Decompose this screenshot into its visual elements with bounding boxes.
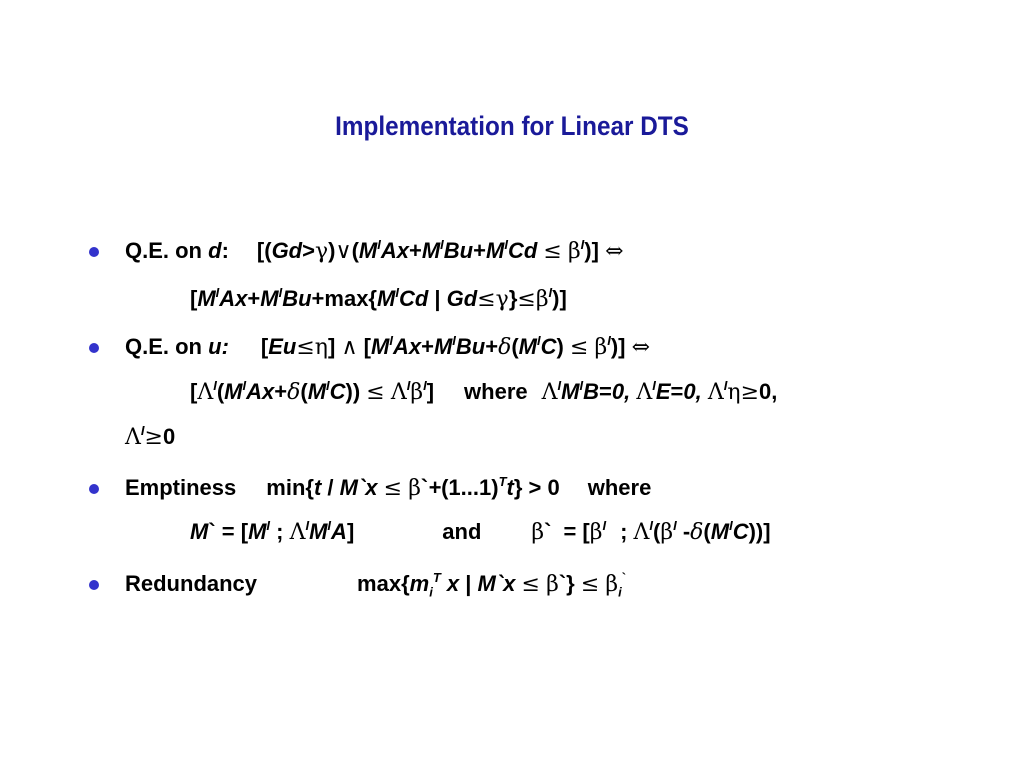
bullet-label: Redundancy	[125, 571, 258, 596]
bullet-colon: :	[221, 334, 229, 359]
where-label: where	[587, 475, 652, 500]
bullet-icon	[89, 247, 99, 257]
bullet-qe-u-line3: ΛI≥0	[125, 422, 176, 450]
bullet-icon	[89, 484, 99, 494]
bullet-icon	[89, 580, 99, 590]
bullet-colon: :	[221, 238, 229, 263]
bullet-variable: d	[208, 238, 222, 263]
slide-title: Implementation for Linear DTS	[335, 111, 689, 141]
bullet-qe-d-line1: Q.E. on d:[(Gd>γ)∨(MIAx+MIBu+MICd ≤ βI)]…	[125, 236, 624, 264]
bullet-label: Q.E. on	[125, 238, 202, 263]
bullet-variable: u	[208, 334, 222, 359]
bullet-label: Q.E. on	[125, 334, 202, 359]
and-label: and	[442, 519, 482, 544]
bullet-label: Emptiness	[125, 475, 237, 500]
where-label: where	[464, 379, 528, 404]
bullet-icon	[89, 343, 99, 353]
bullet-qe-d-line2: [MIAx+MIBu+max{MICd | Gd≤γ}≤βI)]	[190, 284, 567, 312]
min-text: min{	[266, 475, 314, 500]
bullet-qe-u-line1: Q.E. on u:[Eu≤η] ∧ [MIAx+MIBu+δ(MIC) ≤ β…	[125, 332, 651, 360]
max-text: max{	[357, 571, 410, 596]
